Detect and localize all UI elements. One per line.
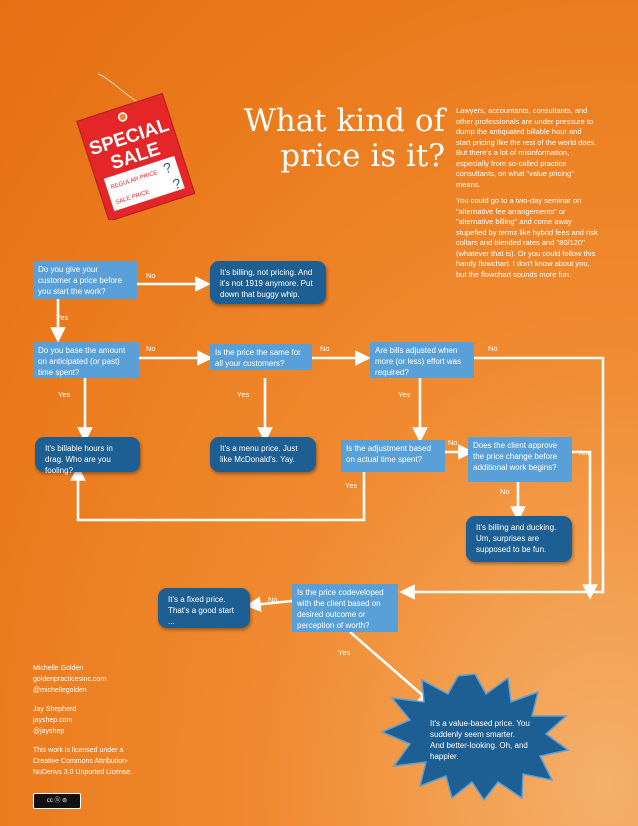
label-q2-no: No bbox=[146, 344, 156, 353]
label-q7-no: No bbox=[268, 595, 278, 604]
label-q6-yes: Yes bbox=[577, 448, 590, 457]
arrow-q7-yes bbox=[349, 631, 434, 706]
label-q5-no: No bbox=[448, 438, 458, 447]
arrow-q5-yes bbox=[70, 465, 366, 522]
label-q1-yes: Yes bbox=[56, 313, 69, 322]
answer-billing-and-ducking: It's billing and ducking. Um, surprises … bbox=[466, 516, 572, 562]
author-1-handle[interactable]: @michellegolden bbox=[33, 687, 87, 694]
label-q3-no: No bbox=[320, 344, 330, 353]
label-q6-no: No bbox=[500, 487, 510, 496]
author-2-handle[interactable]: @jayshep bbox=[33, 728, 65, 735]
value-price-starburst bbox=[380, 673, 570, 802]
question-price-before-work: Do you give your customer a price before… bbox=[33, 261, 137, 299]
author-1-site[interactable]: goldenpracticesinc.com bbox=[33, 676, 107, 683]
creative-commons-badge-icon[interactable]: cc ⓑ ⊜ bbox=[33, 793, 81, 809]
credit-author-2: Jay Shepherd jayshep.com @jayshep bbox=[33, 704, 133, 737]
question-bills-adjusted: Are bills adjusted when more (or less) e… bbox=[370, 342, 474, 378]
page-title: What kind of price is it? bbox=[195, 104, 445, 174]
tag-hole bbox=[117, 112, 128, 122]
author-2-site[interactable]: jayshep.com bbox=[33, 717, 73, 724]
title-line-2: price is it? bbox=[280, 138, 445, 174]
intro-paragraph-2: You could go to a two-day seminar on "al… bbox=[456, 196, 598, 279]
arrow-q7-no bbox=[245, 596, 293, 612]
intro-paragraph-1: Lawyers, accountants, consultants, and o… bbox=[456, 106, 597, 189]
label-q4-no: No bbox=[488, 344, 498, 353]
label-q2-yes: Yes bbox=[58, 390, 71, 399]
tag-price-panel bbox=[103, 155, 185, 212]
intro-text: Lawyers, accountants, consultants, and o… bbox=[456, 106, 598, 286]
arrow-q4-no bbox=[399, 356, 605, 600]
arrow-q6-yes bbox=[572, 450, 598, 600]
question-based-on-time: Do you base the amount on anticipated (o… bbox=[33, 342, 139, 378]
label-q4-yes: Yes bbox=[398, 390, 411, 399]
answer-menu-price: It's a menu price. Just like McDonald's.… bbox=[210, 437, 316, 472]
license-text: This work is licensed under a Creative C… bbox=[33, 747, 133, 776]
answer-fixed-price: It's a fixed price. That's a good start … bbox=[158, 588, 250, 628]
label-q3-yes: Yes bbox=[237, 390, 250, 399]
question-same-price-all: Is the price the same for all your custo… bbox=[210, 344, 312, 370]
answer-billable-hours-in-drag: It's billable hours in drag. Who are you… bbox=[35, 437, 140, 475]
author-1-name: Michelle Golden bbox=[33, 665, 84, 672]
label-q7-yes: Yes bbox=[338, 648, 351, 657]
author-2-name: Jay Shepherd bbox=[33, 706, 77, 713]
sale-tag-illustration: SPECIAL SALE REGULAR PRICE SALE PRICE ? … bbox=[76, 73, 196, 220]
question-adjustment-time-based: Is the adjustment based on actual time s… bbox=[341, 440, 445, 472]
answer-billing-not-pricing: It's billing, not pricing. And it's not … bbox=[210, 261, 326, 304]
question-client-approves-change: Does the client approve the price change… bbox=[468, 437, 572, 482]
label-q1-no: No bbox=[146, 271, 156, 280]
label-q5-yes: Yes bbox=[345, 481, 358, 490]
answer-value-based-price: It's a value-based price. You suddenly s… bbox=[430, 719, 530, 761]
credit-author-1: Michelle Golden goldenpracticesinc.com @… bbox=[33, 663, 133, 696]
credits-block: Michelle Golden goldenpracticesinc.com @… bbox=[33, 663, 133, 778]
title-line-1: What kind of bbox=[243, 103, 445, 139]
question-codeveloped-price: Is the price codeveloped with the client… bbox=[292, 584, 398, 632]
